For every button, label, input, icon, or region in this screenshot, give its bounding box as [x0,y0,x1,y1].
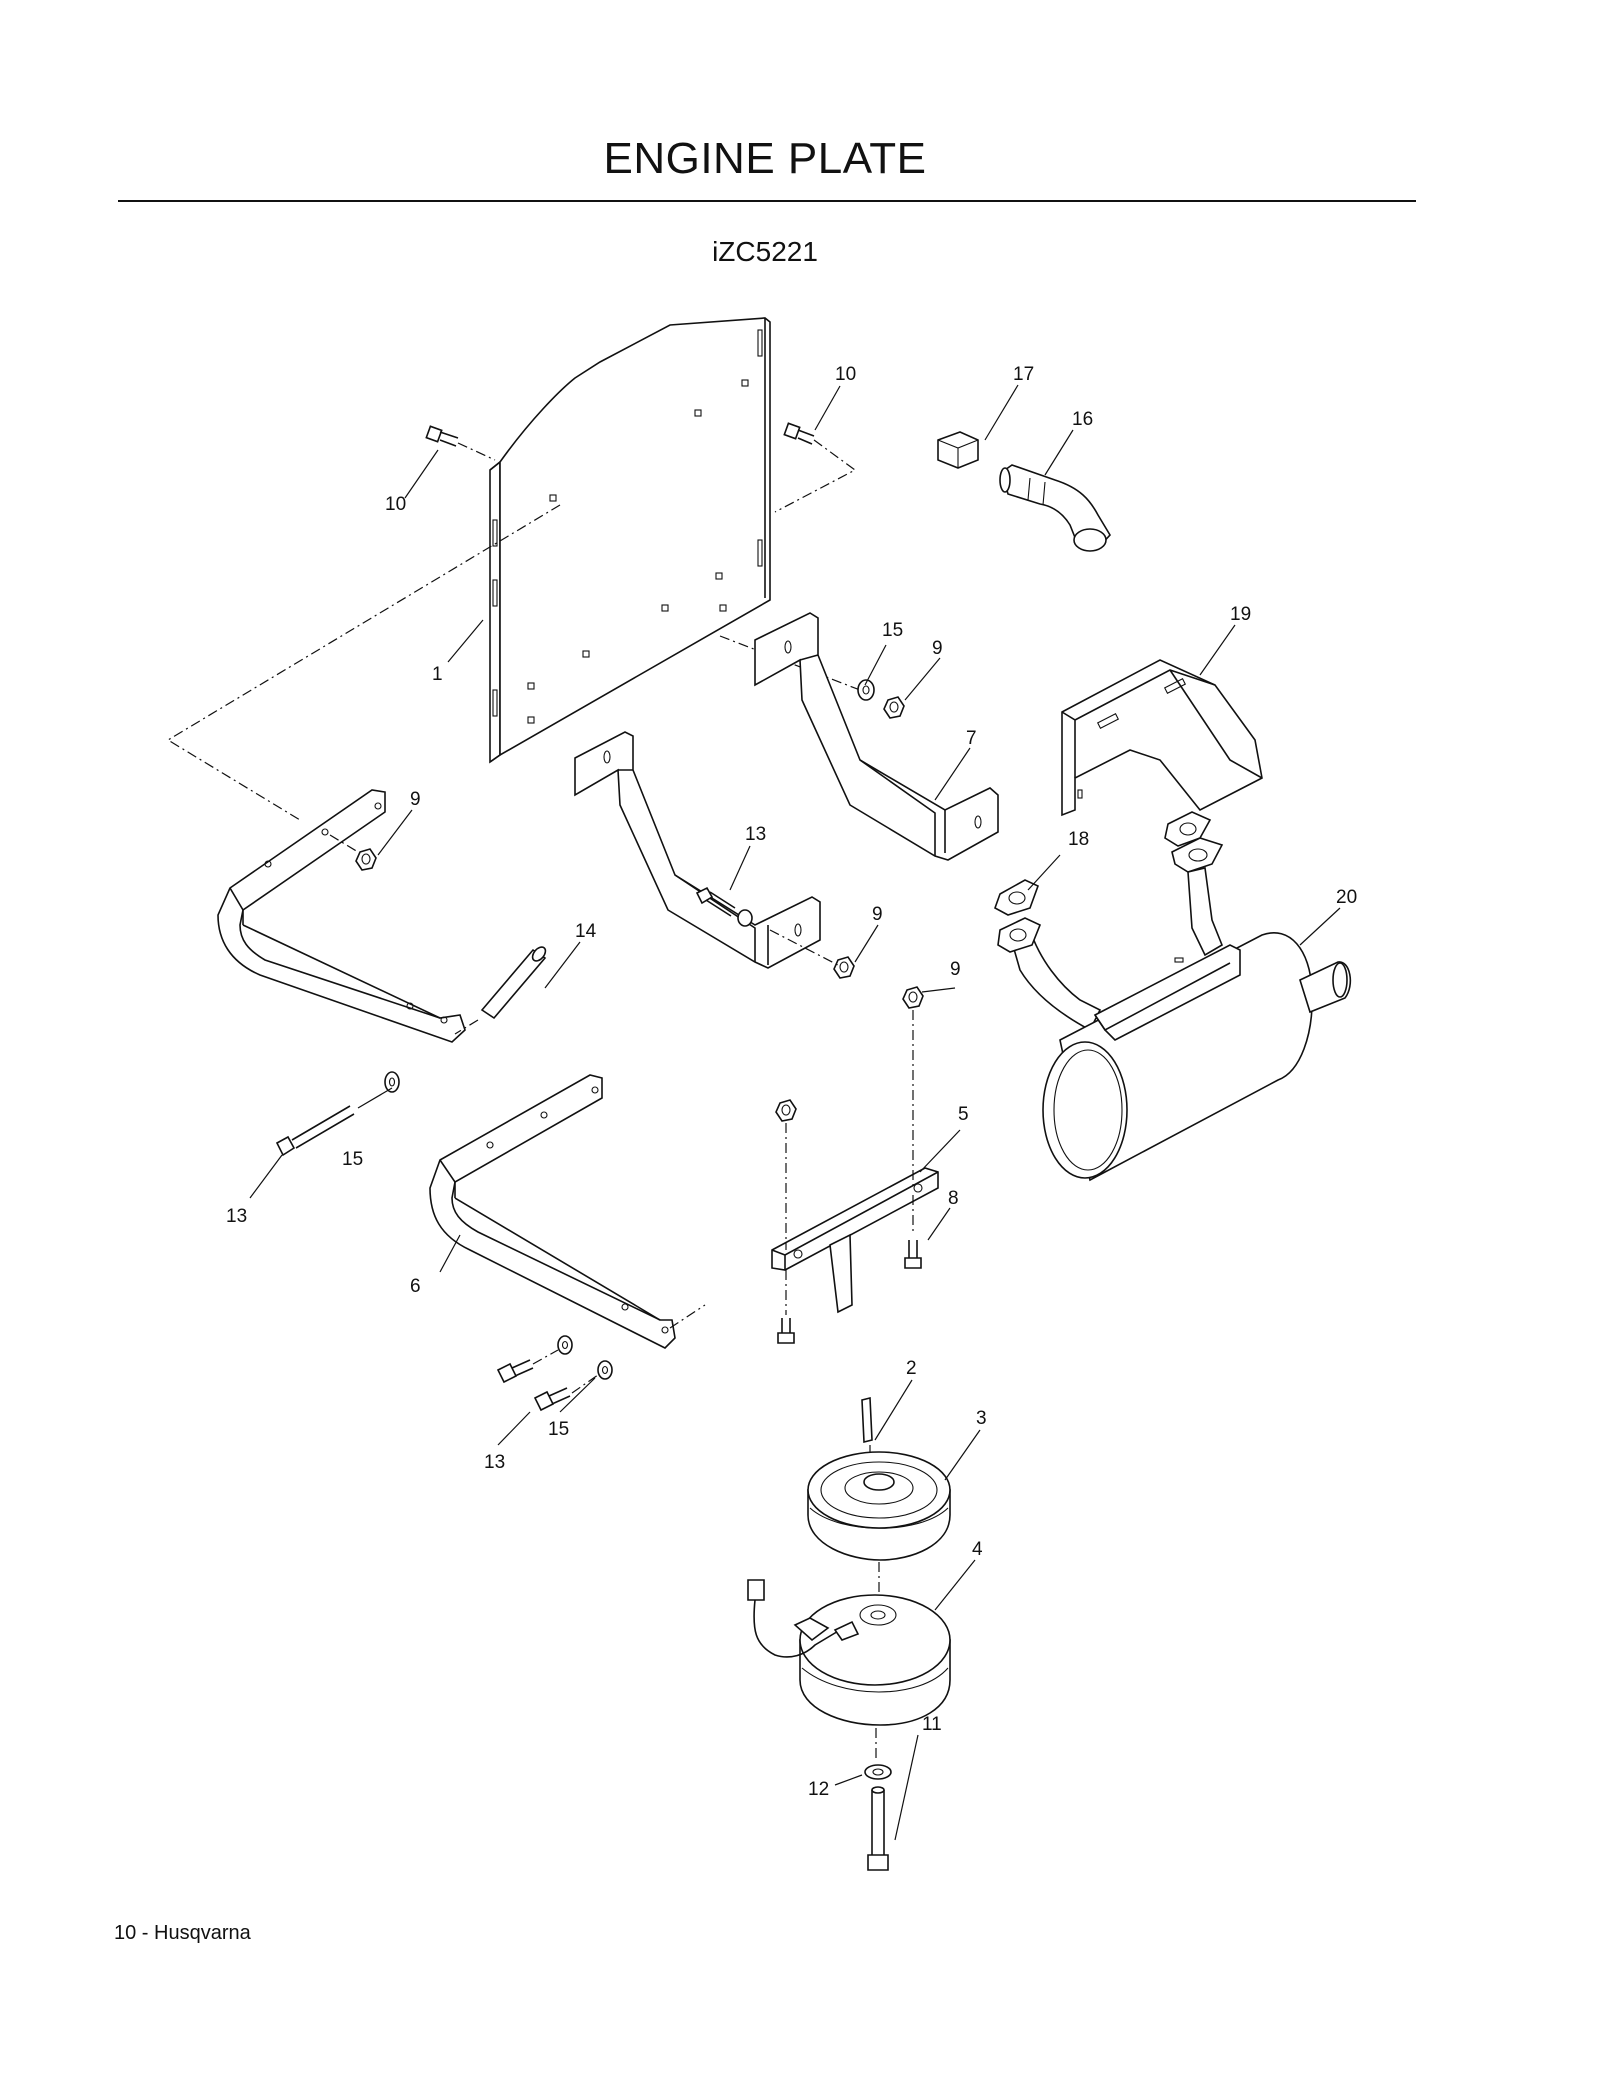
callout-7: 7 [966,728,977,749]
clutch-4 [747,1579,951,1726]
callout-10-left: 10 [385,494,406,515]
callout-8: 8 [948,1188,959,1209]
callout-5: 5 [958,1104,969,1125]
callout-15-upper: 15 [882,620,903,641]
callout-12: 12 [808,1779,829,1800]
callout-20: 20 [1336,887,1357,908]
pulley-3 [807,1451,951,1561]
bent-arm-upper [217,789,466,1043]
elbow-16 [999,464,1111,552]
bolt-lower-plate [777,1318,795,1344]
callout-3: 3 [976,1408,987,1429]
callout-10-right: 10 [835,364,856,385]
washer-15-left [384,1071,400,1093]
nut-9-mid [833,956,855,979]
bolt-8 [904,1240,922,1269]
callout-labels: 1 10 10 17 16 19 15 9 7 9 13 18 20 9 14 … [226,364,1357,1800]
callout-2: 2 [906,1358,917,1379]
nut-9-upper [883,696,905,719]
title-rule [118,200,1416,202]
bracket-middle [574,731,821,969]
callout-6: 6 [410,1276,421,1297]
muffler-20 [997,811,1352,1182]
mount-plate-5 [771,1167,939,1314]
callout-leaders [249,384,1341,1841]
callout-13-upper: 13 [745,824,766,845]
callout-15-left: 15 [342,1149,363,1170]
spacer-14 [480,946,547,1020]
callout-13-lower: 13 [484,1452,505,1473]
page-title: ENGINE PLATE [603,134,927,183]
bent-arm-6 [429,1074,676,1349]
washer-12 [864,1764,892,1780]
callout-9-left: 9 [410,789,421,810]
bolt-10-right [783,422,815,445]
callout-14: 14 [575,921,597,942]
callout-13-left: 13 [226,1206,247,1227]
callout-11: 11 [922,1714,942,1735]
bolt-13-upper [695,886,753,927]
key-2 [861,1396,873,1444]
callout-17: 17 [1013,364,1034,385]
callout-16: 16 [1072,409,1093,430]
bracket-7 [754,612,999,861]
bolt-13-left [275,1105,355,1157]
washer-15-upper [857,679,875,701]
nut-left-plate [775,1099,797,1122]
bolt-13-lower-a [496,1359,534,1384]
callout-18: 18 [1068,829,1089,850]
washer-15-lower-a [557,1335,573,1355]
callout-9-right: 9 [950,959,961,980]
engine-plate [489,317,771,764]
model-label: iZC5221 [712,236,818,267]
nut-9-right [902,986,924,1009]
callout-19: 19 [1230,604,1251,625]
heat-shield-19 [1061,659,1263,817]
callout-9-mid: 9 [872,904,883,925]
nut-9-left [355,848,377,871]
bolt-11 [867,1786,889,1871]
gasket-18 [994,879,1040,916]
nut-17 [937,431,979,469]
bolt-10-left [425,425,459,447]
callout-9-upper: 9 [932,638,943,659]
callout-1: 1 [432,664,443,685]
page-footer: 10 - Husqvarna [114,1922,251,1944]
callout-15-lower: 15 [548,1419,569,1440]
bolt-13-lower-b [533,1387,571,1412]
washer-15-lower-b [597,1360,613,1380]
callout-4: 4 [972,1539,983,1560]
